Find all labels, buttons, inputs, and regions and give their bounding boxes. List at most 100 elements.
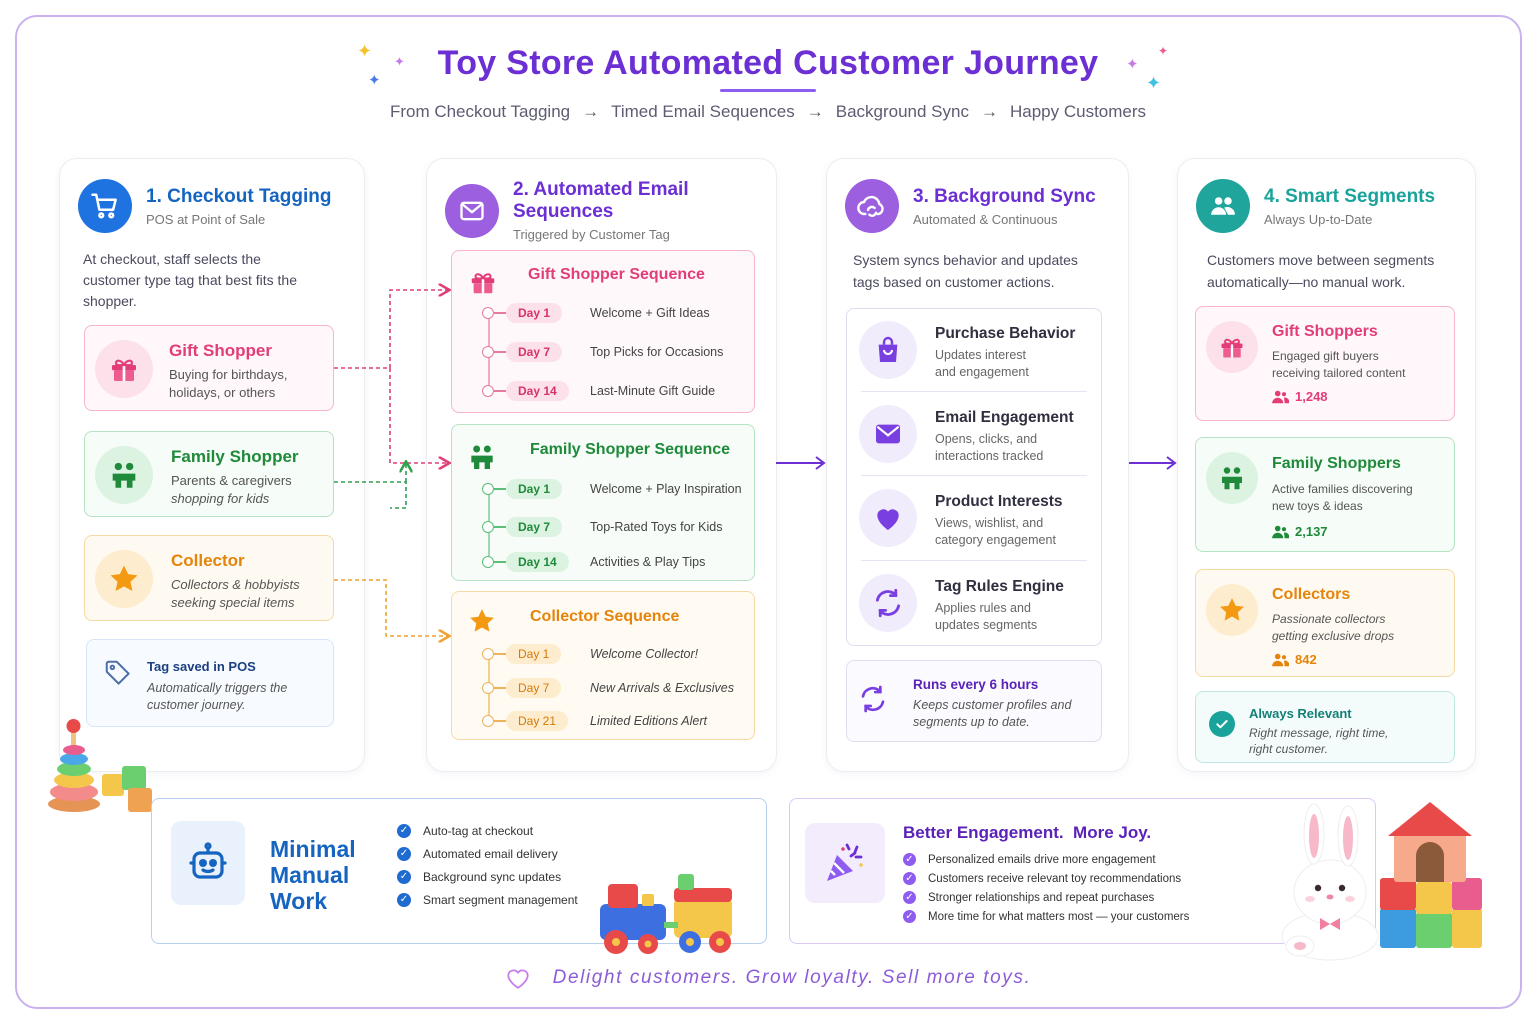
sequence-step: Day 7	[482, 341, 563, 363]
checklist-item: ✓Personalized emails drive more engageme…	[903, 850, 1189, 869]
collectors-segment[interactable]: Collectors Passionate collectors getting…	[1195, 569, 1455, 677]
sparkle-icon: ✦	[1126, 56, 1139, 73]
item-title: Tag Rules Engine	[935, 578, 1064, 595]
sparkle-icon: ✦	[1158, 44, 1169, 58]
check-icon: ✓	[397, 892, 411, 907]
family-shopper-tag-card[interactable]: Family Shopper Parents & caregivers shop…	[84, 431, 334, 517]
heart-outline-icon	[507, 969, 529, 989]
always-relevant-note: Always Relevant Right message, right tim…	[1195, 691, 1455, 763]
segment-line: getting exclusive drops	[1272, 629, 1395, 643]
segment-count: 1,248	[1272, 389, 1328, 404]
collector-tag-card[interactable]: Collector Collectors & hobbyists seeking…	[84, 535, 334, 621]
card-line: Parents & caregivers	[171, 473, 292, 488]
segment-line: receiving tailored content	[1272, 366, 1406, 380]
arrow-icon: →	[806, 102, 824, 121]
note-line: Keeps customer profiles and	[913, 698, 1072, 712]
gift-shopper-tag-card[interactable]: Gift Shopper Buying for birthdays, holid…	[84, 325, 334, 411]
check-icon: ✓	[397, 823, 411, 838]
sequence-step: Day 14	[482, 380, 569, 402]
flow-arrow	[1127, 456, 1177, 470]
sequence-title: Family Shopper Sequence	[530, 441, 731, 458]
card-line: Collectors & hobbyists	[171, 577, 300, 592]
column-description: System syncs behavior and updates tags b…	[853, 252, 1078, 290]
note-line: customer journey.	[147, 698, 246, 712]
item-line: Opens, clicks, and	[935, 432, 1038, 446]
segment-title: Family Shoppers	[1272, 455, 1401, 472]
arrow-icon: →	[980, 102, 998, 121]
note-title: Tag saved in POS	[147, 659, 256, 674]
item-title: Product Interests	[935, 493, 1063, 510]
check-icon: ✓	[397, 869, 411, 884]
family-shopper-sequence[interactable]: Family Shopper Sequence Day 1 Welcome + …	[451, 424, 755, 581]
checklist-item: ✓Automated email delivery	[397, 842, 578, 865]
item-title: Purchase Behavior	[935, 325, 1076, 342]
card-title: Family Shopper	[171, 447, 299, 466]
product-interests-item: Product Interests Views, wishlist, and c…	[859, 479, 1089, 559]
sequence-step: Day 14	[482, 551, 569, 573]
refresh-icon	[857, 683, 889, 715]
people-icon	[1272, 525, 1289, 538]
better-engagement-panel: Better Engagement. More Joy. ✓Personaliz…	[789, 798, 1376, 944]
family-shoppers-segment[interactable]: Family Shoppers Active families discover…	[1195, 437, 1455, 552]
users-icon	[1196, 179, 1250, 233]
sequence-step: Day 1	[482, 302, 563, 324]
step-text: Top-Rated Toys for Kids	[590, 520, 723, 534]
card-title: Gift Shopper	[169, 341, 272, 360]
email-engagement-item: Email Engagement Opens, clicks, and inte…	[859, 395, 1089, 475]
sequence-title: Gift Shopper Sequence	[528, 266, 705, 283]
checklist-item: ✓Stronger relationships and repeat purch…	[903, 888, 1189, 907]
column-description: Customers move between segments automati…	[1207, 252, 1435, 290]
divider	[861, 560, 1087, 561]
tagline: Delight customers. Grow loyalty. Sell mo…	[0, 966, 1536, 990]
gift-shoppers-segment[interactable]: Gift Shoppers Engaged gift buyers receiv…	[1195, 306, 1455, 421]
party-popper-icon	[805, 823, 885, 903]
segment-line: Passionate collectors	[1272, 612, 1386, 626]
segment-line: Engaged gift buyers	[1272, 349, 1379, 363]
sync-signals-box: Purchase Behavior Updates interest and e…	[846, 308, 1102, 646]
check-icon: ✓	[903, 891, 916, 904]
sequence-step: Day 21	[482, 710, 569, 732]
heart-icon	[859, 489, 917, 547]
checklist-item: ✓Customers receive relevant toy recommen…	[903, 869, 1189, 888]
step-text: Welcome + Gift Ideas	[590, 306, 710, 320]
step-text: Welcome + Play Inspiration	[590, 482, 742, 496]
tag-saved-note: Tag saved in POS Automatically triggers …	[86, 639, 334, 727]
segment-count: 2,137	[1272, 524, 1328, 539]
panel-title: Minimal Manual Work	[270, 836, 356, 914]
item-line: Views, wishlist, and	[935, 516, 1044, 530]
envelope-icon	[859, 405, 917, 463]
checklist-item: ✓Background sync updates	[397, 865, 578, 888]
subtitle-step: Happy Customers	[1009, 102, 1147, 121]
item-line: Applies rules and	[935, 601, 1031, 615]
toy-train-illustration	[600, 874, 732, 954]
star-icon	[95, 550, 153, 608]
gift-icon	[468, 267, 498, 297]
page-title: Toy Store Automated Customer Journey	[437, 44, 1099, 82]
item-line: Updates interest	[935, 348, 1027, 362]
collector-sequence[interactable]: Collector Sequence Day 1 Welcome Collect…	[451, 591, 755, 740]
tag-rules-engine-item: Tag Rules Engine Applies rules and updat…	[859, 564, 1089, 644]
header: Toy Store Automated Customer Journey	[0, 44, 1536, 92]
item-title: Email Engagement	[935, 409, 1074, 426]
sequence-step: Day 1	[482, 643, 562, 665]
refresh-icon	[859, 574, 917, 632]
note-line: segments up to date.	[913, 715, 1030, 729]
checklist-item: ✓More time for what matters most — your …	[903, 907, 1189, 926]
note-title: Always Relevant	[1249, 706, 1352, 721]
purchase-behavior-item: Purchase Behavior Updates interest and e…	[859, 311, 1089, 391]
sequence-step: Day 7	[482, 677, 562, 699]
item-line: and engagement	[935, 365, 1029, 379]
step-text: New Arrivals & Exclusives	[590, 681, 735, 695]
cloud-sync-icon	[845, 179, 899, 233]
step-text: Limited Editions Alert	[590, 714, 707, 728]
family-icon	[466, 441, 498, 473]
tag-to-sequence-connectors	[334, 280, 460, 650]
page-subtitle: From Checkout Tagging→Timed Email Sequen…	[0, 102, 1536, 122]
tagline-text: Delight customers. Grow loyalty. Sell mo…	[552, 967, 1032, 988]
tag-icon	[103, 658, 133, 688]
column-title: 4. Smart Segments	[1264, 185, 1436, 207]
gift-shopper-sequence[interactable]: Gift Shopper Sequence Day 1 Welcome + Gi…	[451, 250, 755, 413]
column-subtitle: Triggered by Customer Tag	[513, 227, 670, 242]
people-icon	[1272, 653, 1289, 666]
note-title: Runs every 6 hours	[913, 677, 1039, 692]
